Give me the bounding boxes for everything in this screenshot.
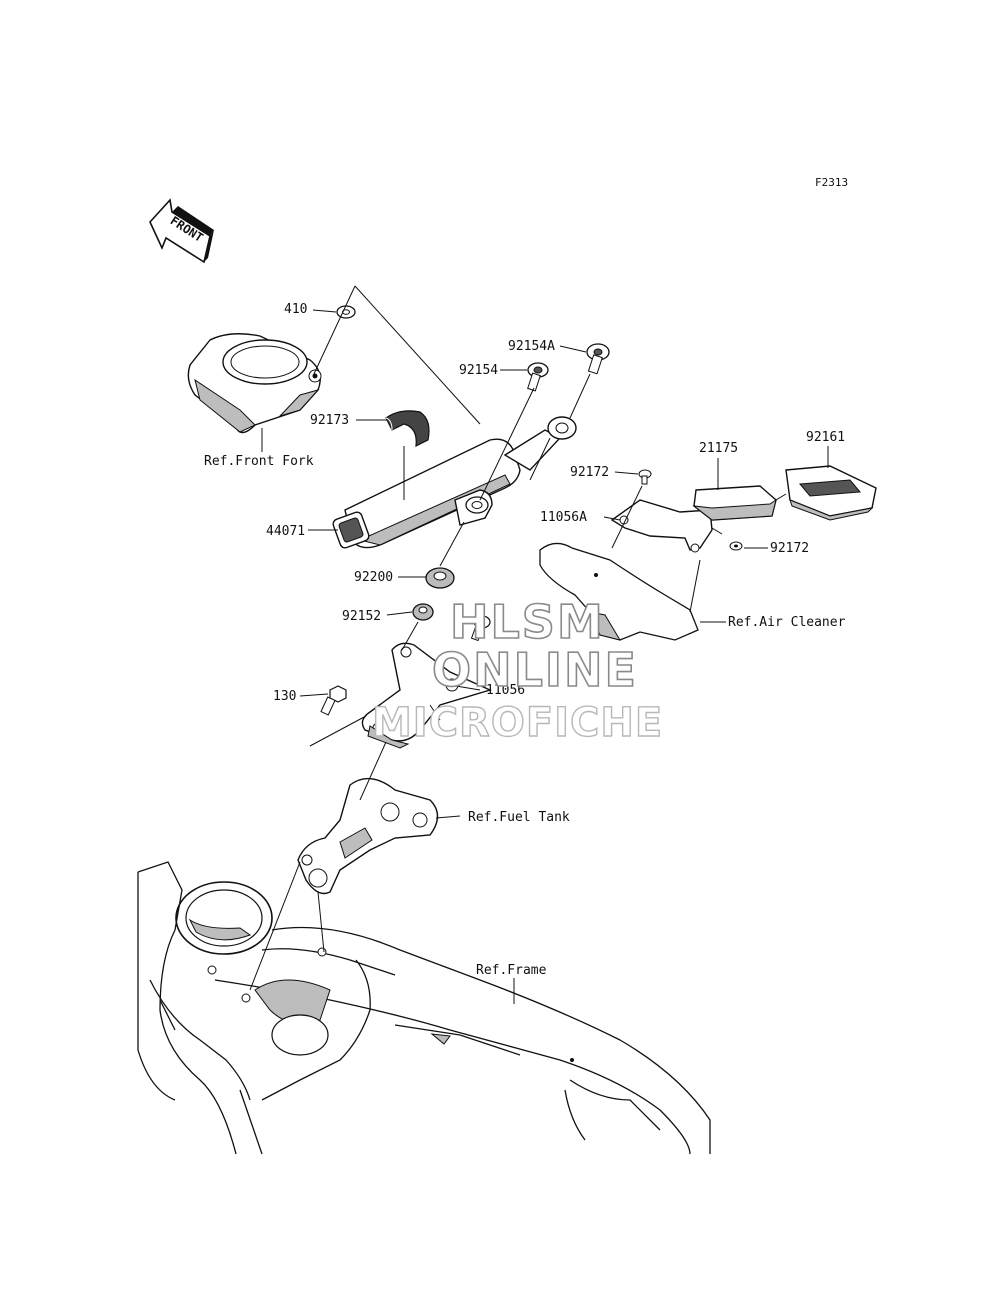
- leader-lines: [249, 285, 829, 1004]
- callout-ref-fuel-tank: Ref.Fuel Tank: [468, 810, 570, 825]
- callout-92154A: 92154A: [508, 339, 555, 354]
- bolt-92154: [527, 362, 549, 392]
- screw-92172-side: [729, 541, 743, 551]
- front-arrow-icon: FRONT: [149, 198, 214, 264]
- bolt-130: [320, 685, 347, 716]
- callout-ref-frame: Ref.Frame: [476, 963, 547, 978]
- clip-92173: [385, 410, 430, 448]
- bolt-92154A: [586, 343, 610, 375]
- air-cleaner-ref: [539, 542, 699, 641]
- bolt-bracket: [470, 615, 491, 642]
- callout-11056A: 11056A: [540, 510, 587, 525]
- callout-92172-side: 92172: [770, 541, 809, 556]
- callout-44071: 44071: [266, 524, 305, 539]
- callout-92152: 92152: [342, 609, 381, 624]
- callout-21175: 21175: [699, 441, 738, 456]
- bracket-11056: [361, 642, 492, 749]
- callout-92172-top: 92172: [570, 465, 609, 480]
- callout-130: 130: [273, 689, 296, 704]
- diagram-code: F2313: [815, 176, 848, 189]
- watermark-line-3: MICROFICHE: [372, 700, 663, 746]
- watermark-line-2: ONLINE: [432, 643, 638, 697]
- callout-ref-front-fork: Ref.Front Fork: [204, 454, 314, 469]
- callout-92173: 92173: [310, 413, 349, 428]
- screw-92172-top: [638, 469, 652, 485]
- module-21175: [692, 485, 777, 521]
- callout-92161: 92161: [806, 430, 845, 445]
- callout-92200: 92200: [354, 570, 393, 585]
- callout-11056: 11056: [486, 683, 525, 698]
- callout-ref-air-cleaner: Ref.Air Cleaner: [728, 615, 846, 630]
- watermark-line-1: HLSM: [450, 595, 605, 649]
- front-fork-clamp: [187, 333, 322, 434]
- watermark: HLSM ONLINE MICROFICHE: [371, 594, 663, 747]
- collar-92200: [425, 567, 455, 589]
- module-92161: [785, 465, 877, 521]
- callout-410: 410: [284, 302, 307, 317]
- nut-92152: [412, 603, 434, 621]
- steering-damper: [332, 416, 577, 549]
- fuel-tank-bracket: [297, 777, 439, 895]
- callout-92154: 92154: [459, 363, 498, 378]
- frame-ref: [137, 861, 711, 1155]
- bracket-11056A: [610, 499, 713, 553]
